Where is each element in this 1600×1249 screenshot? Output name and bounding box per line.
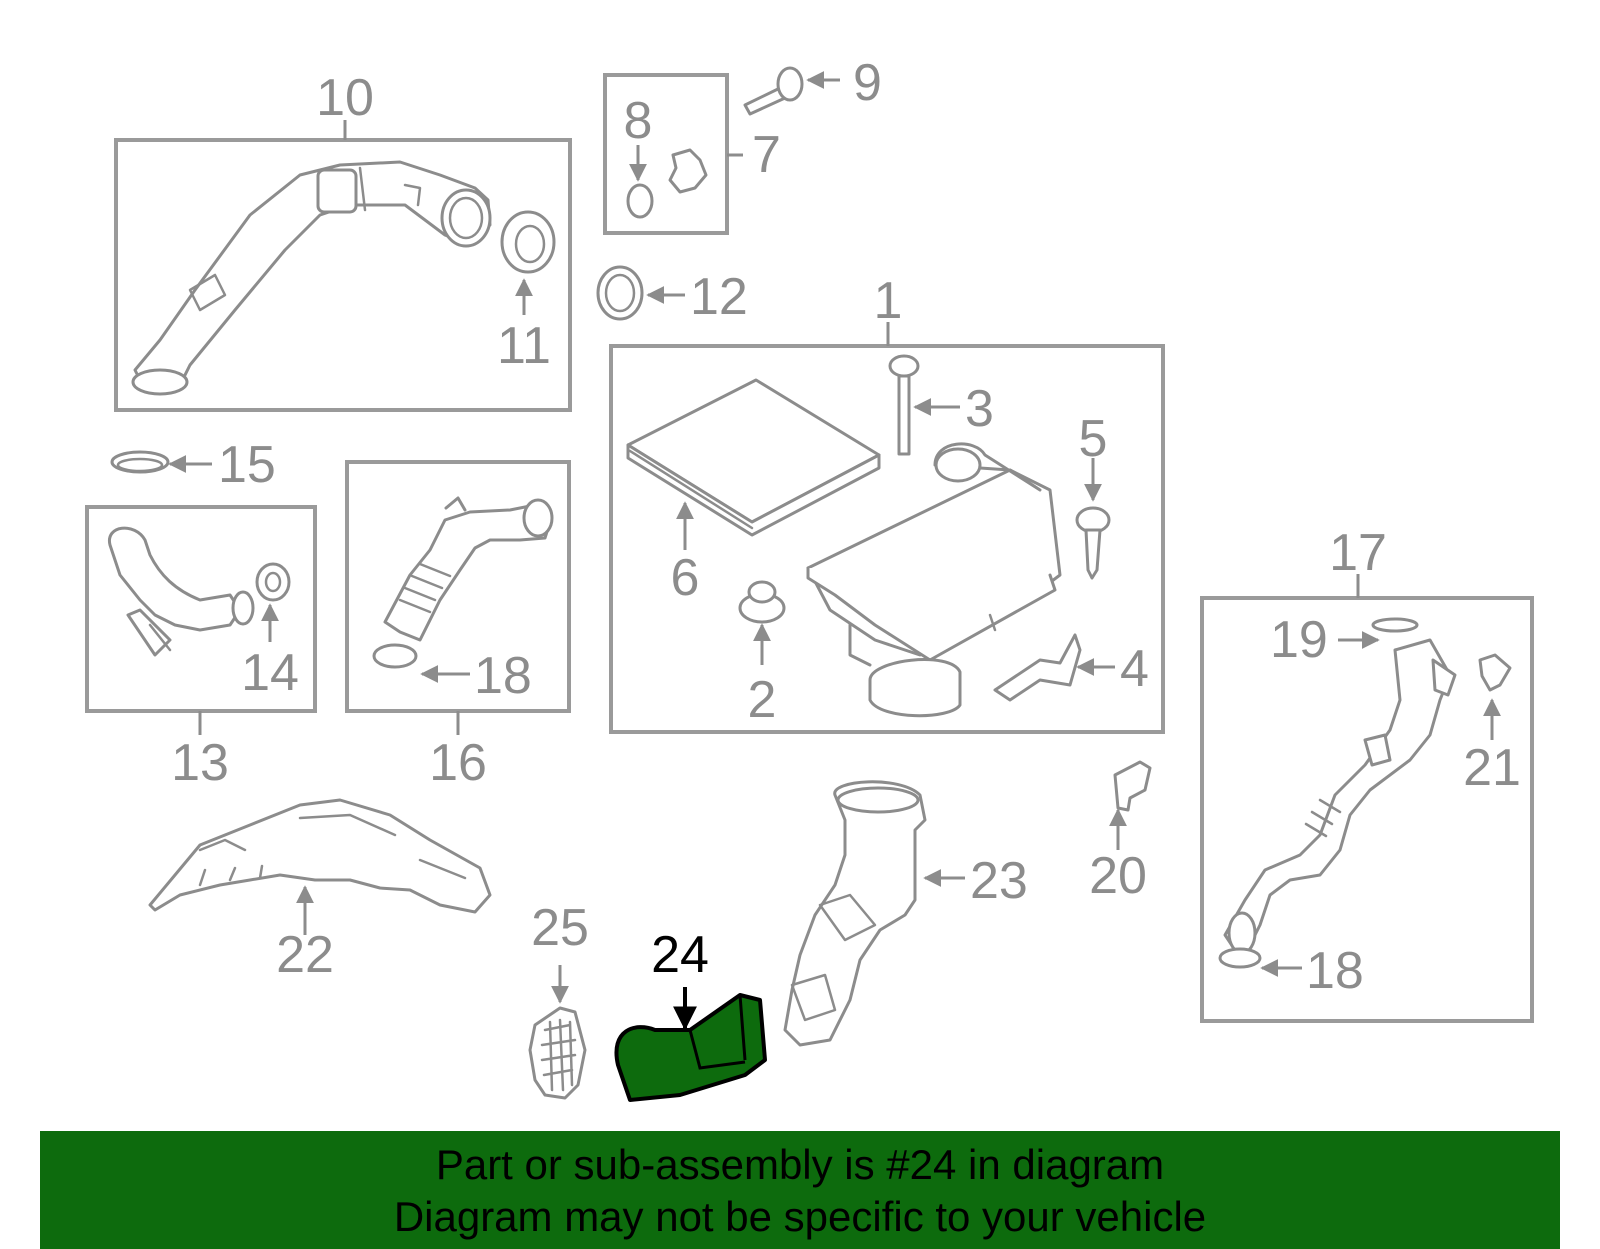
callout-18a: 18 xyxy=(474,647,532,705)
o-ring-18a xyxy=(372,643,418,669)
bolt-5 xyxy=(1075,506,1111,580)
callout-24: 24 xyxy=(651,926,709,984)
group-box-7 xyxy=(603,66,840,235)
group-box-17 xyxy=(1200,574,1534,1023)
callout-labels: 1 2 3 4 5 6 7 8 9 10 11 12 13 14 15 16 1… xyxy=(171,54,1521,1000)
callout-23: 23 xyxy=(970,852,1028,910)
o-ring-19 xyxy=(1371,617,1419,633)
callout-14: 14 xyxy=(241,644,299,702)
duct-23 xyxy=(783,780,965,1047)
group-box-16 xyxy=(345,460,571,735)
callout-3: 3 xyxy=(965,380,994,438)
callout-9: 9 xyxy=(853,54,882,112)
callout-1: 1 xyxy=(874,272,903,330)
callout-12: 12 xyxy=(690,268,748,326)
intake-pipe-10 xyxy=(133,160,492,387)
duct-13 xyxy=(108,526,242,632)
callout-17: 17 xyxy=(1329,524,1387,582)
grille-25 xyxy=(528,965,587,1100)
clamp-15 xyxy=(110,450,212,474)
group-box-13 xyxy=(85,505,317,735)
callout-18b: 18 xyxy=(1306,942,1364,1000)
grommet-2 xyxy=(738,580,786,624)
clip-21 xyxy=(1478,653,1512,692)
bracket-4 xyxy=(993,633,1082,702)
group-box-1 xyxy=(609,322,1165,734)
callout-25: 25 xyxy=(531,899,589,957)
callout-2: 2 xyxy=(748,671,777,729)
callout-11: 11 xyxy=(497,317,551,375)
callout-20: 20 xyxy=(1089,847,1147,905)
duct-17 xyxy=(1223,638,1452,952)
o-ring-18b xyxy=(1218,947,1262,969)
callout-13: 13 xyxy=(171,734,229,792)
callout-16: 16 xyxy=(429,734,487,792)
banner-line-1: Part or sub-assembly is #24 in diagram xyxy=(435,1141,1165,1188)
bracket-20 xyxy=(1109,760,1152,850)
banner-line-2: Diagram may not be specific to your vehi… xyxy=(393,1193,1207,1240)
callout-22: 22 xyxy=(276,926,334,984)
panel-22 xyxy=(148,798,492,935)
clamp-12 xyxy=(596,265,685,321)
info-banner: Part or sub-assembly is #24 in diagram D… xyxy=(40,1131,1560,1249)
callout-4: 4 xyxy=(1120,640,1149,698)
group-box-10 xyxy=(114,120,572,412)
highlighted-part-24 xyxy=(614,987,767,1102)
duct-16 xyxy=(383,503,552,642)
callout-8: 8 xyxy=(624,92,653,150)
callout-7: 7 xyxy=(752,126,781,184)
callout-21: 21 xyxy=(1463,739,1521,797)
grommet-11 xyxy=(500,210,556,274)
callout-6: 6 xyxy=(671,549,700,607)
housing-1 xyxy=(806,442,1062,718)
grommet-14 xyxy=(255,562,291,602)
callout-19: 19 xyxy=(1270,611,1328,669)
callout-15: 15 xyxy=(218,436,276,494)
filter-element-6 xyxy=(626,378,881,537)
callout-10: 10 xyxy=(316,69,374,127)
clip-7 xyxy=(668,148,708,194)
bolt-9 xyxy=(743,66,840,116)
callout-5: 5 xyxy=(1079,410,1108,468)
bolt-3 xyxy=(888,354,920,456)
o-ring-8 xyxy=(626,183,654,219)
